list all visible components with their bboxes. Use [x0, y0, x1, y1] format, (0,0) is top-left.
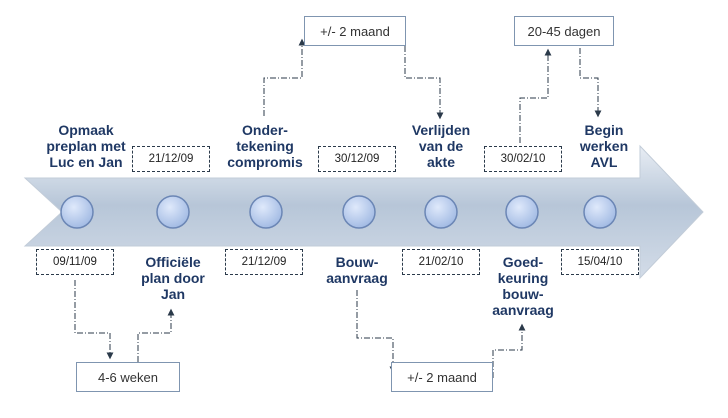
connector-d2-right — [404, 46, 444, 120]
date-box-m2: 21/12/09 — [132, 146, 210, 172]
date-box-m5: 21/02/10 — [402, 249, 480, 275]
duration-box-d4: 20-45 dagen — [514, 16, 614, 46]
milestone-circle-m4 — [342, 195, 376, 229]
connector-d3-left — [356, 290, 397, 374]
date-box-m1: 09/11/09 — [36, 249, 114, 275]
connector-d4-right — [579, 48, 602, 118]
duration-box-d2: +/- 2 maand — [304, 16, 406, 46]
duration-box-d1: 4-6 weken — [76, 362, 180, 392]
date-box-m6: 30/02/10 — [484, 146, 562, 172]
date-box-m3: 21/12/09 — [225, 249, 303, 275]
milestone-title-m4: Bouw-aanvraag — [326, 254, 388, 286]
connector-d4-left — [519, 48, 552, 143]
milestone-circle-m6 — [505, 195, 539, 229]
date-box-m7: 15/04/10 — [561, 249, 639, 275]
connector-d2-left — [263, 38, 306, 116]
milestone-circle-m1 — [60, 195, 94, 229]
date-box-m4: 30/12/09 — [318, 146, 396, 172]
connector-d1-right — [137, 308, 175, 362]
milestone-circle-m7 — [583, 195, 617, 229]
milestone-circle-m2 — [156, 195, 190, 229]
milestone-circle-m5 — [424, 195, 458, 229]
connector-d3-right — [492, 323, 526, 378]
duration-box-d3: +/- 2 maand — [391, 362, 493, 392]
connector-d1-left — [74, 280, 114, 360]
milestone-circle-m3 — [249, 195, 283, 229]
